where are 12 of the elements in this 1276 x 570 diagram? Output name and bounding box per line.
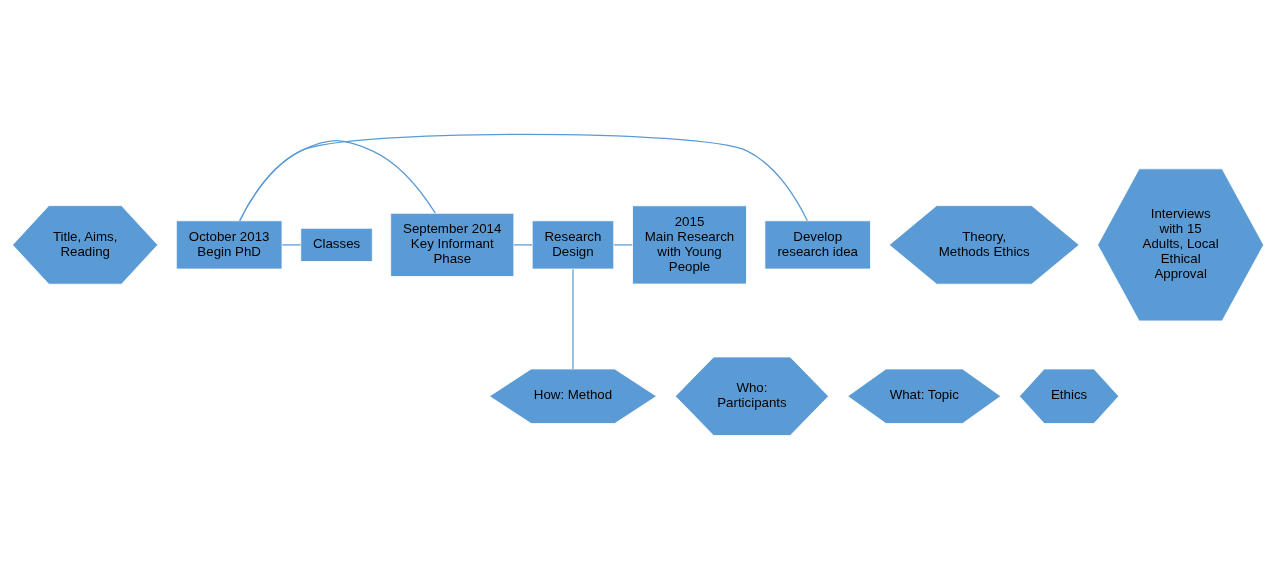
connector xyxy=(239,139,436,222)
node-box: September 2014 Key Informant Phase xyxy=(390,212,515,277)
node-box: Develop research idea xyxy=(764,220,871,270)
node-box: 2015 Main Research with Young People xyxy=(632,205,747,285)
node-box: Classes xyxy=(300,227,373,262)
node-box: October 2013 Begin PhD xyxy=(175,220,283,270)
connector xyxy=(281,244,302,246)
connector xyxy=(613,244,633,246)
connector xyxy=(513,244,533,246)
connector xyxy=(572,268,574,370)
connector xyxy=(239,133,808,222)
node-box: Research Design xyxy=(531,220,615,270)
